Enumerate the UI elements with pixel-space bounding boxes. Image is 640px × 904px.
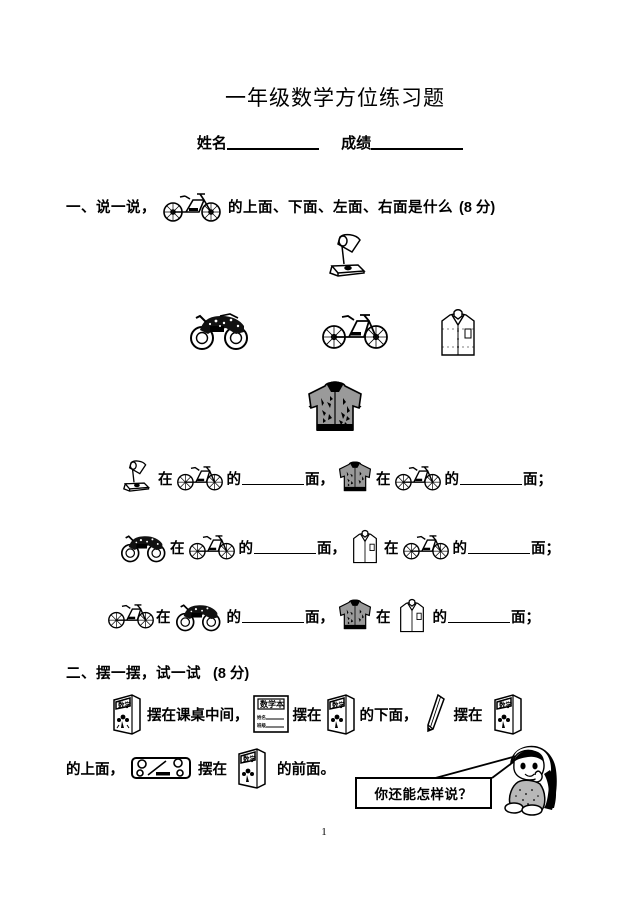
bicycle-icon [175,464,225,492]
jacket-icon [336,459,374,497]
girl-thinking-illustration [498,744,564,821]
diagram-shirt [434,307,482,359]
fill-row-2-verb-c: 在 [384,540,399,557]
name-label: 姓名 [196,135,227,152]
section-2-text-3: 的下面， [359,707,418,724]
math-book-icon: 数学 [491,692,525,736]
score-blank[interactable] [371,148,464,150]
fill-row-1-comma: ， [319,471,335,488]
shirt-icon [434,307,482,359]
fill-row-2-face-b: 面 [317,540,332,557]
jacket-icon [303,378,367,440]
pencil-case-icon [130,755,192,781]
fill-row-2-comma: ， [331,540,347,557]
fill-row-3-de-d: 的 [432,609,448,626]
section-2-text-6: 摆在 [198,761,227,778]
bicycle-icon [319,312,391,350]
bicycle-icon [106,602,156,630]
fill-row-3: 在 的 面 ， [106,590,576,642]
fill-row-2-face-d: 面 [531,540,546,557]
svg-text:数学: 数学 [243,754,257,763]
fill-row-1: 在 的 面 ， 在 [118,452,588,504]
fill-row-1-de-b: 的 [226,471,242,488]
fill-row-2-de-b: 的 [238,540,254,557]
diagram-bicycle [319,312,391,350]
fill-row-3-de-b: 的 [226,609,242,626]
section-2-text-2: 摆在 [292,707,322,724]
svg-text:姓名: 姓名 [256,714,266,721]
fill-row-1-verb-c: 在 [376,471,391,488]
diagram-motorcycle [186,308,254,352]
speech-bubble-text: 你还能怎样说？ [374,787,473,802]
section-2-text-1: 摆在课桌中间， [147,707,249,724]
shirt-icon [348,528,382,566]
section-2-line-2: 的上面， 摆在 数学 的前面。 [66,746,335,790]
bicycle-icon [159,190,225,222]
motorcycle-icon [186,308,254,352]
math-book-icon: 数学 [110,692,144,736]
section-1-heading: 一、说一说， 的上面、下面、 [66,190,495,222]
fill-row-1-de-d: 的 [444,471,460,488]
math-book-icon: 数学 [324,692,358,736]
section-2-heading: 二、 摆一摆，试一试 (8 分) [66,662,249,683]
fill-row-3-verb-c: 在 [376,609,391,626]
jacket-icon [336,597,374,635]
fill-row-3-blank-2[interactable] [448,609,510,623]
motorcycle-icon [118,530,170,564]
bicycle-icon [187,533,237,561]
section-1-instruction-part1: 说一说， [96,199,156,216]
section-2-number: 二、 [66,666,96,682]
fill-row-3-blank-1[interactable] [242,609,304,623]
section-2-points: (8 分) [213,666,250,682]
name-blank[interactable] [226,148,319,150]
motorcycle-icon [173,599,225,633]
fill-row-3-end: ； [525,609,541,626]
fill-row-3-face-b: 面 [305,609,320,626]
svg-text:数学: 数学 [332,700,346,709]
section-2-text-5: 的上面， [66,761,124,778]
fill-row-1-face-d: 面 [523,471,538,488]
section-1-instruction-part2: 的上面、下面、左面、右面是什么 [228,199,453,216]
svg-text:数学: 数学 [118,700,132,709]
svg-text:班级: 班级 [257,722,266,729]
section-1-number: 一、 [66,199,96,216]
section-2-text-7: 的前面。 [277,761,335,778]
svg-text:数学本: 数学本 [260,699,284,709]
lamp-icon [322,232,377,284]
notebook-icon: 数学本 姓名 班级 [251,693,291,735]
section-2-instruction: 摆一摆，试一试 [96,666,201,682]
fill-row-2-de-d: 的 [452,540,468,557]
fill-row-2-blank-2[interactable] [468,540,530,554]
bicycle-icon [393,464,443,492]
fill-row-3-comma: ， [319,609,335,626]
page-number: 1 [321,826,327,838]
fill-row-1-face-b: 面 [305,471,320,488]
section-2-line-1: 数学 摆在课桌中间， 数学本 姓名 班级 摆在 [110,692,525,736]
bicycle-icon [401,533,451,561]
page-title: 一年级数学方位练习题 [225,87,445,110]
diagram-lamp [322,232,377,284]
svg-text:数学: 数学 [499,700,513,709]
math-book-icon: 数学 [235,746,269,790]
score-label: 成绩 [341,135,372,152]
fill-row-2-blank-1[interactable] [254,540,316,554]
fill-row-1-blank-1[interactable] [242,471,304,485]
diagram-jacket [303,378,367,440]
fill-row-2: 在 的 面 ， 在 [118,521,588,573]
shirt-icon [395,597,429,635]
section-1-points: (8 分) [459,199,496,216]
fill-row-2-verb-a: 在 [170,540,185,557]
student-info-row: 姓名 成绩 [0,132,640,153]
pencil-icon [424,693,448,735]
fill-row-1-verb-a: 在 [158,471,173,488]
speech-bubble: 你还能怎样说？ [355,777,492,809]
fill-row-2-end: ； [545,540,561,557]
fill-row-1-blank-2[interactable] [460,471,522,485]
fill-row-1-end: ； [537,471,553,488]
fill-row-3-face-d: 面 [511,609,526,626]
lamp-icon [118,459,158,497]
section-2-text-4: 摆在 [453,707,483,724]
fill-row-3-verb-a: 在 [156,609,171,626]
